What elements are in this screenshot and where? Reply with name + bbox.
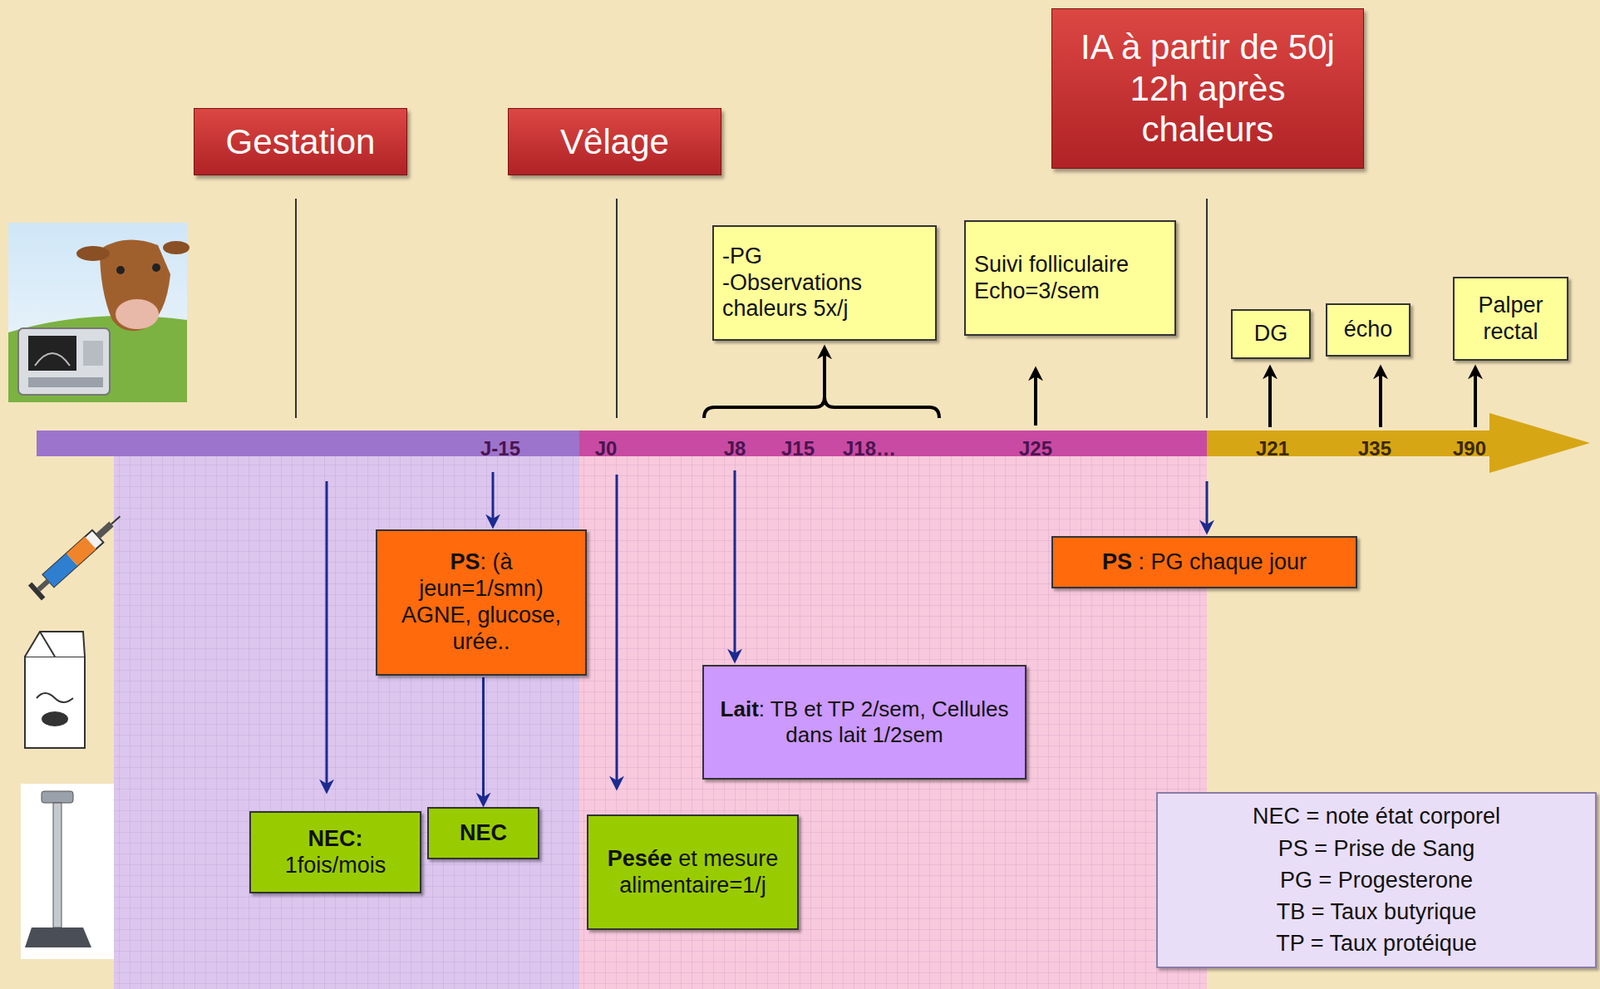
box-text: : (à jeun=1/smn) AGNE, glucose, urée.. xyxy=(401,549,562,655)
bracket xyxy=(704,397,940,419)
box-content: écho xyxy=(1335,316,1401,344)
box-content: Gestation xyxy=(202,121,399,163)
day-label: J15 xyxy=(781,437,815,461)
box-content: Palper rectal xyxy=(1462,292,1559,346)
up-arrow xyxy=(1378,367,1383,428)
box-text: -Observations chaleurs 5x/j xyxy=(722,270,927,324)
up-arrow xyxy=(1268,367,1272,428)
day-label: J18… xyxy=(842,437,896,461)
box-text: Gestation xyxy=(202,121,399,163)
box-text: IA à partir de 50j 12h après chaleurs xyxy=(1060,26,1355,151)
down-arrow xyxy=(325,481,329,792)
box-content: -PG-Observations chaleurs 5x/j xyxy=(722,243,927,324)
day-label: J-15 xyxy=(480,437,521,461)
cow-ultrasound-icon xyxy=(8,222,190,403)
box-text: PS xyxy=(449,549,480,575)
box-text: Echo=3/sem xyxy=(974,278,1167,306)
box-text: PS xyxy=(1102,549,1133,575)
down-arrow xyxy=(615,474,619,788)
blood-sample-box: PS: (à jeun=1/smn) AGNE, glucose, urée.. xyxy=(375,529,587,676)
box-text: Vêlage xyxy=(516,121,713,163)
phase-header: Vêlage xyxy=(507,108,722,176)
measure-box: Peséeet mesure alimentaire=1/j xyxy=(586,814,799,931)
box-text: Palper rectal xyxy=(1462,292,1559,346)
phase-header: Gestation xyxy=(193,108,408,176)
down-arrow xyxy=(1206,481,1209,532)
day-label: J21 xyxy=(1255,437,1290,461)
box-text: : TB et TP 2/sem, Cellules dans lait 1/2… xyxy=(758,696,1010,748)
up-arrow xyxy=(1033,369,1038,426)
box-text: NEC: xyxy=(259,826,412,853)
box-content: DG xyxy=(1240,320,1301,348)
syringe-icon xyxy=(28,508,128,601)
box-content: PS: (à jeun=1/smn) AGNE, glucose, urée.. xyxy=(385,549,577,655)
box-text: 1fois/mois xyxy=(259,852,412,880)
box-content: Lait: TB et TP 2/sem, Cellules dans lait… xyxy=(712,696,1017,749)
measure-box: NEC xyxy=(427,807,540,860)
box-content: PS: PG chaque jour xyxy=(1061,549,1348,576)
box-content: NEC xyxy=(437,820,530,847)
box-text: écho xyxy=(1335,316,1401,344)
milk-box: Lait: TB et TP 2/sem, Cellules dans lait… xyxy=(702,664,1027,780)
timeline-arrow xyxy=(1206,413,1591,473)
day-label: J90 xyxy=(1452,437,1487,461)
box-text: : PG chaque jour xyxy=(1137,549,1307,575)
up-arrow xyxy=(822,347,827,398)
legend-box: NEC = note état corporelPS = Prise de Sa… xyxy=(1156,792,1597,969)
legend-entry: PS = Prise de Sang xyxy=(1278,832,1475,865)
box-text: NEC xyxy=(437,820,530,847)
box-content: Peséeet mesure alimentaire=1/j xyxy=(596,846,789,900)
exam-box: Suivi folliculaireEcho=3/sem xyxy=(964,220,1177,336)
blood-sample-box: PS: PG chaque jour xyxy=(1051,536,1358,589)
grid xyxy=(113,456,1207,989)
legend-entry: PG = Progesterone xyxy=(1280,864,1473,896)
up-arrow xyxy=(1473,367,1477,428)
phase-header: IA à partir de 50j 12h après chaleurs xyxy=(1051,8,1364,169)
legend-entry: TP = Taux protéique xyxy=(1275,927,1477,960)
box-content: Suivi folliculaireEcho=3/sem xyxy=(974,251,1167,306)
milk-carton-icon xyxy=(24,631,85,749)
box-text: Suivi folliculaire xyxy=(974,251,1167,279)
day-label: J25 xyxy=(1019,437,1053,461)
day-label: J8 xyxy=(723,437,747,461)
down-arrow xyxy=(733,470,737,661)
down-arrow xyxy=(492,472,495,527)
exam-box: Palper rectal xyxy=(1452,276,1569,361)
exam-box: écho xyxy=(1325,303,1411,357)
phase-line xyxy=(1206,198,1208,419)
exam-box: -PG-Observations chaleurs 5x/j xyxy=(712,225,937,341)
exam-box: DG xyxy=(1230,309,1311,360)
day-label: J0 xyxy=(595,437,618,461)
box-content: IA à partir de 50j 12h après chaleurs xyxy=(1060,26,1355,151)
box-text: Pesée xyxy=(607,846,673,872)
box-content: NEC:1fois/mois xyxy=(259,826,412,880)
scale-icon xyxy=(20,783,114,960)
day-label: J35 xyxy=(1358,437,1392,461)
legend-entry: NEC = note état corporel xyxy=(1252,800,1501,832)
box-text: Lait xyxy=(720,696,759,722)
connector-arrow xyxy=(482,677,485,805)
legend-entry: TB = Taux butyrique xyxy=(1276,896,1477,928)
phase-line xyxy=(295,198,297,419)
measure-box: NEC:1fois/mois xyxy=(249,811,422,894)
phase-line xyxy=(615,198,618,419)
box-content: Vêlage xyxy=(516,121,713,163)
box-text: DG xyxy=(1240,320,1301,348)
box-text: -PG xyxy=(722,243,927,271)
